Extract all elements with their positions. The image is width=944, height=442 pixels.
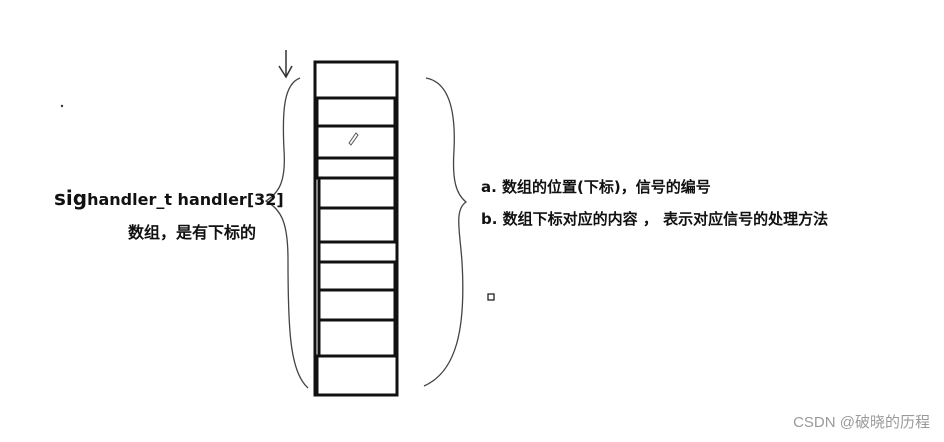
array-cell xyxy=(315,156,397,180)
array-declaration: sighandler_t handler[32] xyxy=(54,186,284,210)
array-cell xyxy=(317,288,397,322)
description-a: a. 数组的位置(下标)，信号的编号 xyxy=(481,178,711,196)
array-cell xyxy=(315,354,399,397)
array-cell xyxy=(317,260,397,292)
declaration-text: handler_t handler[32] xyxy=(87,190,284,209)
array-frame xyxy=(313,60,399,397)
array-cell xyxy=(317,318,397,358)
array-note: 数组，是有下标的 xyxy=(128,223,257,242)
array-cell xyxy=(315,96,397,128)
down-arrow-icon xyxy=(278,50,293,79)
right-curly-brace xyxy=(423,77,468,387)
description-b: b. 数组下标对应的内容 ， 表示对应信号的处理方法 xyxy=(481,210,829,228)
stray-dot xyxy=(60,104,64,108)
left-curly-brace xyxy=(264,77,309,389)
declaration-prefix: sig xyxy=(54,186,88,210)
array-cell xyxy=(317,206,397,244)
array-cell xyxy=(317,240,399,264)
array-cells xyxy=(315,96,399,397)
array-cell xyxy=(317,176,397,210)
array-cell xyxy=(315,124,397,160)
pencil-mark-icon xyxy=(348,132,359,146)
watermark: CSDN @破晓的历程 xyxy=(793,414,930,431)
small-square-marker xyxy=(487,293,495,301)
